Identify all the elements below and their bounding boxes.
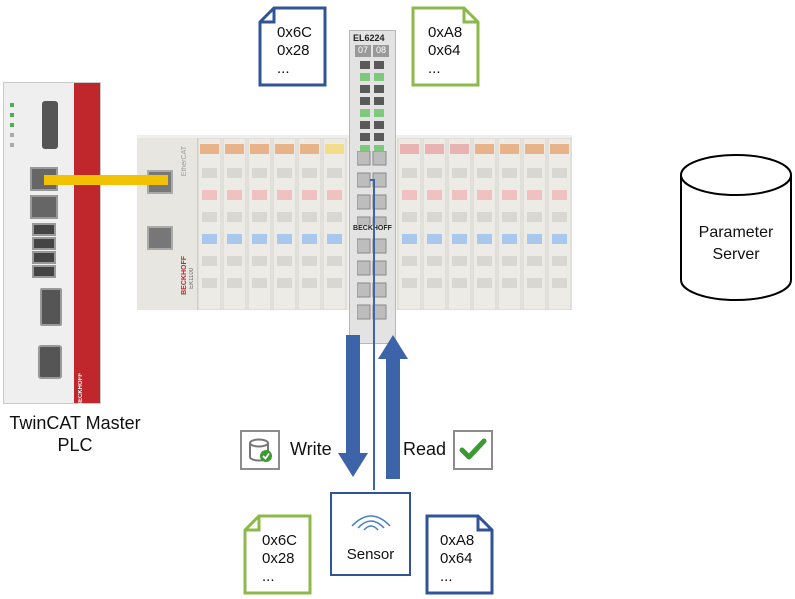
doc-bottom-right-line3: ... <box>440 568 453 585</box>
plc-lan-port-2 <box>30 195 58 219</box>
wireless-icon <box>351 515 391 531</box>
plc-red-panel <box>74 83 100 403</box>
doc-bottom-right-line1: 0xA8 <box>440 532 475 549</box>
doc-bottom-right-shape <box>425 514 494 595</box>
module-channel-right: 08 <box>373 45 389 57</box>
coupler-brand-label: BECKHOFF <box>181 256 188 295</box>
parameter-server-icon <box>680 154 792 301</box>
doc-bottom-left: 0x6C 0x28 ... <box>262 532 297 586</box>
doc-bottom-left-line3: ... <box>262 568 275 585</box>
read-arrow <box>378 335 408 479</box>
read-icon-box <box>453 430 493 470</box>
doc-top-left-line1: 0x6C <box>277 24 313 41</box>
sensor-cable <box>370 179 375 490</box>
parameter-server-line2: Server <box>712 246 760 263</box>
plc-caption-line1: TwinCAT Master <box>9 413 141 433</box>
coupler-ethercat-label: EtherCAT <box>181 146 188 177</box>
parameter-server-label: Parameter Server <box>676 222 795 266</box>
module-channel-left: 07 <box>355 45 371 57</box>
read-label: Read <box>403 439 447 459</box>
doc-bottom-left-line1: 0x6C <box>262 532 298 549</box>
ethernet-cable <box>44 175 168 185</box>
sensor-box: Sensor <box>330 492 411 576</box>
write-arrow <box>338 335 368 477</box>
plc-caption-line2: PLC <box>57 435 93 455</box>
doc-bottom-left-line2: 0x28 <box>262 550 295 567</box>
doc-top-right-line2: 0x64 <box>428 42 461 59</box>
plc-caption: TwinCAT Master PLC <box>0 412 150 456</box>
doc-bottom-right: 0xA8 0x64 ... <box>440 532 474 586</box>
doc-top-right-shape <box>411 6 480 87</box>
module-brand-label: BECKHOFF <box>350 225 395 232</box>
check-icon <box>459 438 487 460</box>
plc-device: BECKHOFF <box>3 82 101 407</box>
doc-top-left-shape <box>258 6 327 87</box>
doc-top-left: 0x6C 0x28 ... <box>277 24 312 78</box>
parameter-server-line1: Parameter <box>698 224 774 241</box>
doc-bottom-left-shape <box>243 514 312 595</box>
coupler-model-label: EK1100 <box>189 268 195 289</box>
ethercat-coupler: EtherCAT BECKHOFF EK1100 <box>137 138 198 310</box>
module-name-label: EL6224 <box>353 33 385 43</box>
doc-top-right: 0xA8 0x64 ... <box>428 24 462 78</box>
doc-top-left-line3: ... <box>277 60 290 77</box>
database-check-icon <box>249 438 272 462</box>
write-label: Write <box>290 439 332 459</box>
terminal-slices <box>198 138 572 310</box>
doc-top-right-line1: 0xA8 <box>428 24 463 41</box>
plc-brand-label: BECKHOFF <box>78 373 84 407</box>
write-icon-box <box>240 430 280 470</box>
doc-bottom-right-line2: 0x64 <box>440 550 473 567</box>
doc-top-left-line2: 0x28 <box>277 42 310 59</box>
sensor-label: Sensor <box>346 546 395 563</box>
doc-top-right-line3: ... <box>428 60 441 77</box>
el6224-module: EL6224 07 08 BECKHOFF <box>349 30 396 344</box>
